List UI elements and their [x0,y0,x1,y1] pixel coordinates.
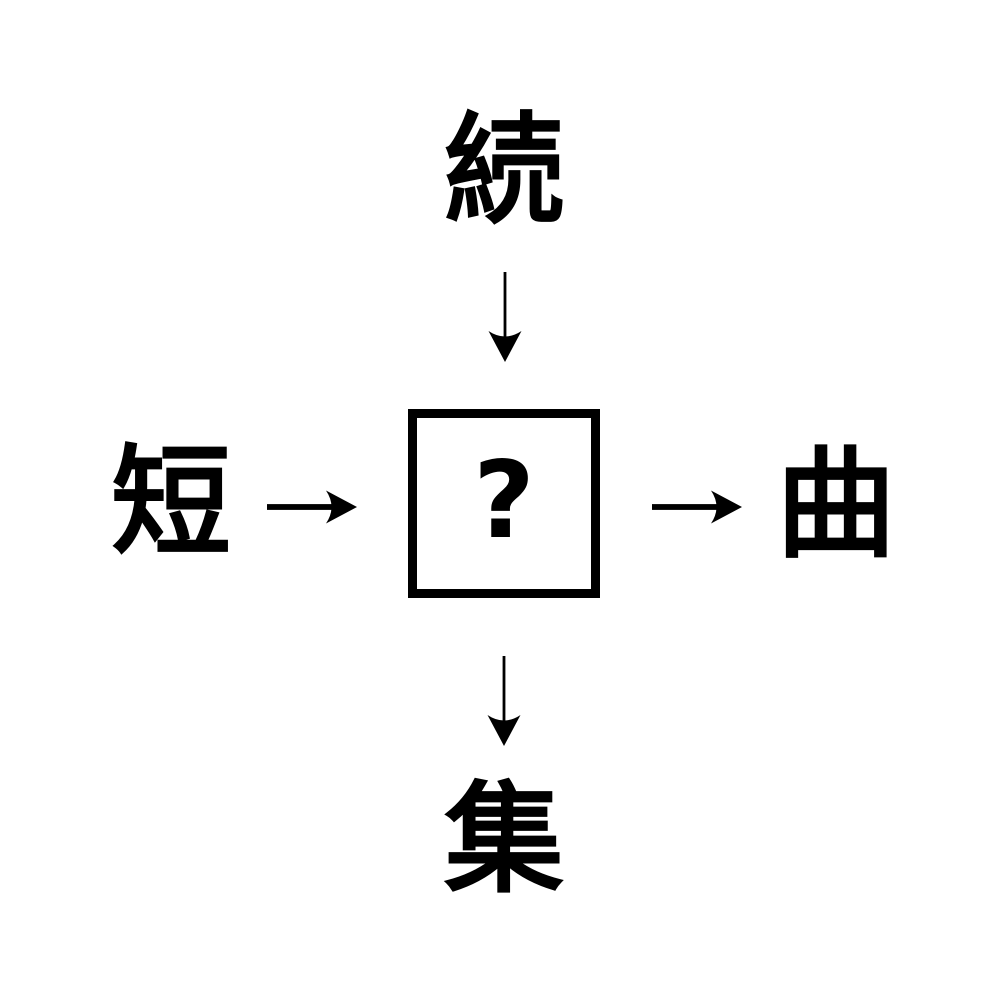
kanji-top: 続 [444,102,564,241]
kanji-bottom: 集 [444,771,564,910]
arrow-right-icon [267,487,357,527]
arrow-down-icon [485,272,525,362]
kanji-left: 短 [111,434,231,573]
question-mark: ? [473,438,535,562]
answer-box: ? [408,409,600,598]
arrow-down-icon [484,656,524,746]
kanji-right: 曲 [776,436,896,575]
arrow-right-icon [652,487,742,527]
